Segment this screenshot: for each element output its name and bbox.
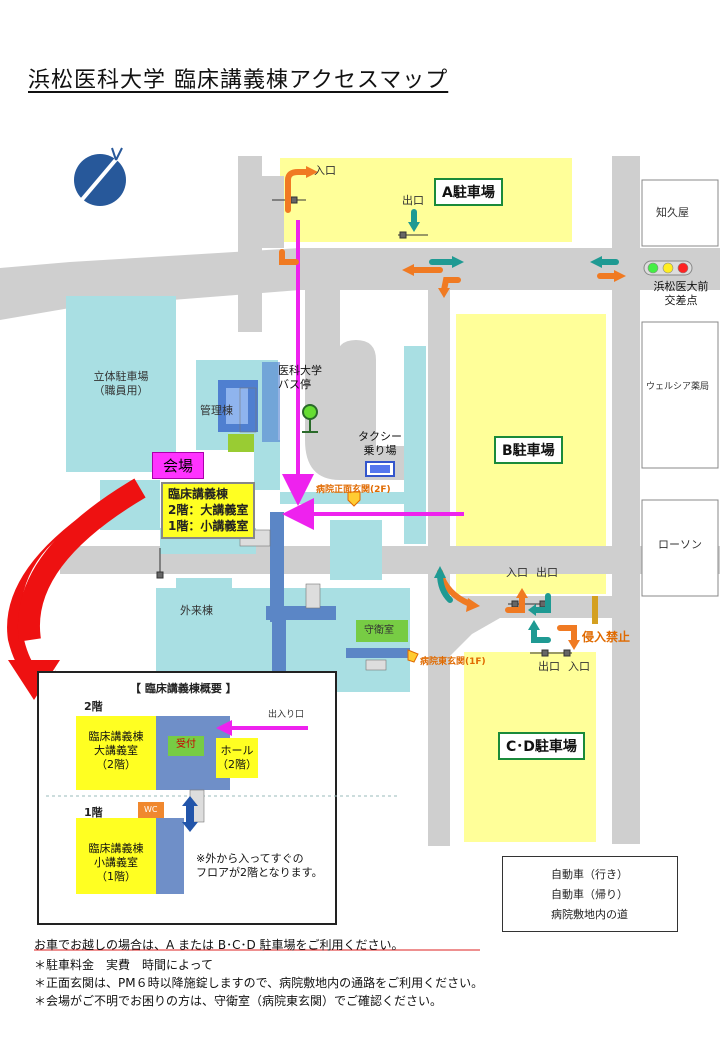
lecture-building-label: 臨床講義棟 <box>168 487 229 501</box>
roads <box>0 156 720 846</box>
arrowheads <box>306 166 626 650</box>
parking-b-label: B駐車場 <box>494 436 563 464</box>
guard-room-box <box>356 620 408 642</box>
east-entrance-marker <box>407 649 419 663</box>
admin-building-label: 管理棟 <box>200 404 233 417</box>
notes-fee: ＊駐車料金 実費 時間によって <box>34 958 214 972</box>
overview-floor2-label: 2階 <box>84 700 103 713</box>
hall-label: ホール （2階） <box>217 744 257 771</box>
guard-room-label: 守衛室 <box>364 625 394 636</box>
overview-entrance-label: 出入り口 <box>268 710 305 720</box>
legend-box: 自動車（行き） 自動車（帰り） 病院敷地内の道 <box>502 856 678 932</box>
no-entry-bar <box>592 596 598 624</box>
notes-guard: ＊会場がご不明でお困りの方は、守衛室（病院東玄関）でご確認ください。 <box>34 994 443 1008</box>
parking-a-area <box>280 158 572 242</box>
entrance-cd-label: 入口 <box>568 660 590 673</box>
overview-title: 【 臨床講義棟概要 】 <box>130 682 237 695</box>
venue-label: 会場 <box>152 452 205 479</box>
main-entrance-marker <box>347 491 361 507</box>
wc-label: WC <box>144 805 158 814</box>
no-entry-label: 侵入禁止 <box>582 630 631 644</box>
parking-a-label: A駐車場 <box>434 178 503 206</box>
entrance-b-label: 入口 <box>506 566 528 579</box>
floor2-label: 2階：大講義室 <box>168 503 249 518</box>
lawson-label: ローソン <box>658 538 702 551</box>
intersection-label: 浜松医大前 交差点 <box>653 280 709 307</box>
floor1-label: 1階：小講義室 <box>168 519 249 534</box>
welcia-label: ウェルシア薬局 <box>646 382 710 392</box>
taxi-label: タクシー 乗り場 <box>358 430 402 457</box>
main-entrance-label: 病院正面玄関(2F) <box>316 485 391 495</box>
exit-a-label: 出口 <box>402 194 424 207</box>
overview-floor1-label: 1階 <box>84 806 103 819</box>
exit-b-label: 出口 <box>536 566 558 579</box>
outpatient-label: 外来棟 <box>180 604 213 617</box>
bus-stop-label: 医科大学 バス停 <box>278 364 322 391</box>
exit-cd-label: 出口 <box>538 660 560 673</box>
parking-cd-label: C･D駐車場 <box>498 732 585 760</box>
reception-label: 受付 <box>176 739 196 750</box>
car-arrows <box>279 169 619 643</box>
east-entrance-label: 病院東玄関(1F) <box>420 657 486 667</box>
small-hall-label: 臨床講義棟 小講義室 （1階） <box>88 842 144 883</box>
north-compass-icon <box>74 147 126 206</box>
multistory-parking-label: 立体駐車場 （職員用） <box>93 370 149 397</box>
traffic-light-icon <box>643 260 693 276</box>
lecture-building-box: 臨床講義棟 2階：大講義室 1階：小講義室 <box>161 482 256 539</box>
legend-car-go: 自動車（行き） <box>551 868 628 881</box>
page-title: 浜松医科大学 臨床講義棟アクセスマップ <box>28 68 449 93</box>
chikuya-label: 知久屋 <box>656 206 689 219</box>
notes-entrance: ＊正面玄関は、PM６時以降施錠しますので、病院敷地内の通路をご利用ください。 <box>34 976 484 990</box>
overview-note: ※外から入ってすぐの フロアが2階となります。 <box>196 852 323 879</box>
legend-walk-route: 病院敷地内の道 <box>551 908 628 921</box>
walk-route <box>282 220 464 530</box>
bus-stop-icon <box>302 404 318 433</box>
big-hall-label: 臨床講義棟 大講義室 （2階） <box>88 730 144 771</box>
notes-main: お車でお越しの場合は、A または B･C･D 駐車場をご利用ください。 <box>34 938 404 952</box>
legend-car-return: 自動車（帰り） <box>551 888 628 901</box>
entrance-a-label: 入口 <box>314 164 336 177</box>
admin-annex <box>228 434 254 452</box>
